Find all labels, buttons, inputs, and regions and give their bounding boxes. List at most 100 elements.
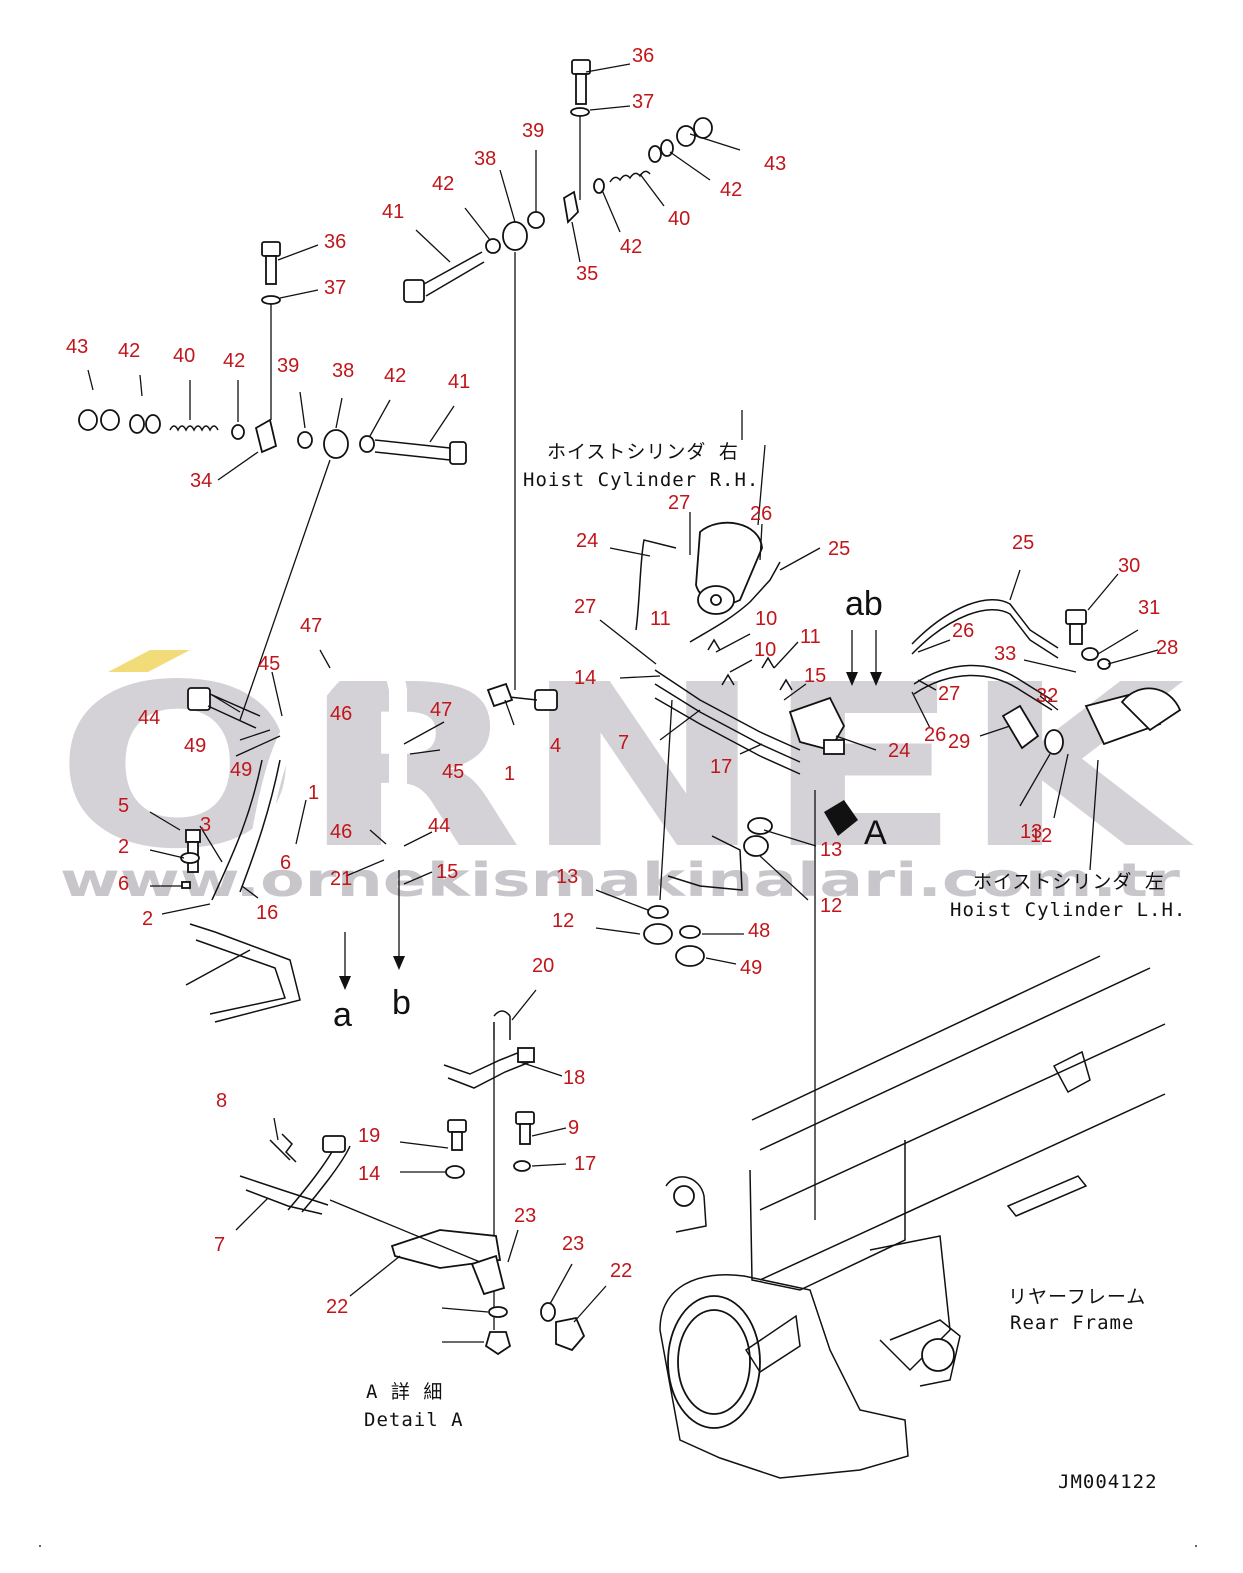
part-number-label: 27	[938, 683, 960, 705]
part-number-label: 17	[574, 1153, 596, 1175]
watermark-url: www.ornekismakinalari.com.tr	[60, 853, 1180, 907]
watermark: ORNEK www.ornekismakinalari.com.tr	[55, 637, 1195, 907]
part-number-label: 31	[1138, 597, 1160, 619]
part-number-label: 26	[924, 724, 946, 746]
detail-a-assembly	[239, 1010, 586, 1356]
part-number-label: 4	[550, 735, 561, 757]
hoist-rh-caption-jp: ホイストシリンダ 右	[547, 441, 739, 463]
rear-frame	[659, 955, 1166, 1479]
detail-a-caption-en: Detail A	[364, 1409, 464, 1431]
rear-frame-caption-jp: リヤーフレーム	[1008, 1286, 1146, 1308]
part-number-label: 29	[948, 731, 970, 753]
part-number-label: 24	[576, 530, 598, 552]
part-number-label: 43	[66, 336, 88, 358]
part-number-label: 42	[620, 236, 642, 258]
part-number-label: 13	[1020, 821, 1042, 843]
part-number-label: 40	[668, 208, 690, 230]
leader-lines	[39, 63, 1197, 1547]
part-number-label: 41	[382, 201, 404, 223]
part-number-label: 30	[1118, 555, 1140, 577]
part-number-label: 49	[230, 759, 252, 781]
part-number-label: 14	[358, 1163, 380, 1185]
part-number-label: 7	[618, 732, 629, 754]
part-number-label: 18	[563, 1067, 585, 1089]
part-number-label: 25	[1012, 532, 1034, 554]
part-number-label: 46	[330, 821, 352, 843]
part-number-label: 8	[216, 1090, 227, 1112]
part-number-label: 10	[755, 608, 777, 630]
part-number-label: 36	[324, 231, 346, 253]
part-number-label: 20	[532, 955, 554, 977]
part-number-label: 42	[720, 179, 742, 201]
part-number-label: 47	[300, 615, 322, 637]
part-number-label: 1	[308, 782, 319, 804]
part-number-label: 43	[764, 153, 786, 175]
part-number-label: 45	[442, 761, 464, 783]
part-number-label: 38	[332, 360, 354, 382]
part-number-label: 40	[173, 345, 195, 367]
part-number-label: 9	[568, 1117, 579, 1139]
part-number-label: 42	[118, 340, 140, 362]
part-number-label: 32	[1036, 685, 1058, 707]
part-number-label: 12	[820, 895, 842, 917]
part-number-label: 21	[330, 868, 352, 890]
part-number-label: 3	[200, 814, 211, 836]
part-number-label: 33	[994, 643, 1016, 665]
part-number-label: 44	[138, 707, 160, 729]
part-number-label: 25	[828, 538, 850, 560]
part-number-label: 2	[118, 836, 129, 858]
top-pin-assembly-right	[403, 59, 713, 690]
part-number-label: 41	[448, 371, 470, 393]
part-number-label: 27	[574, 596, 596, 618]
part-number-label: 19	[358, 1125, 380, 1147]
left-hose-assembly	[180, 647, 558, 1023]
part-number-label: 22	[326, 1296, 348, 1318]
part-number-label: 10	[754, 639, 776, 661]
top-pin-assembly-left	[78, 241, 467, 721]
part-number-label: 26	[952, 620, 974, 642]
part-number-label: 6	[280, 852, 291, 874]
part-number-label: 42	[432, 173, 454, 195]
part-number-label: 11	[800, 626, 821, 648]
part-number-label: 23	[562, 1233, 584, 1255]
part-number-label: 28	[1156, 637, 1178, 659]
part-number-label: 15	[436, 861, 458, 883]
part-number-label: 2	[142, 908, 153, 930]
part-number-label: 26	[750, 503, 772, 525]
hoist-cylinder-lh-section	[911, 599, 1182, 871]
part-number-label: 34	[190, 470, 212, 492]
part-number-label: 37	[324, 277, 346, 299]
part-number-label: 42	[384, 365, 406, 387]
part-number-label: 49	[740, 957, 762, 979]
hoist-lh-caption-jp: ホイストシリンダ 左	[973, 871, 1165, 893]
part-number-label: 39	[277, 355, 299, 377]
watermark-accent	[108, 650, 190, 672]
marker-ab: ab	[845, 585, 883, 623]
part-number-label: 15	[804, 665, 826, 687]
part-number-label: 12	[1030, 825, 1052, 847]
detail-a-caption-jp: A 詳 細	[366, 1381, 443, 1403]
part-number-label: 11	[650, 608, 671, 630]
marker-b: b	[392, 984, 411, 1022]
part-number-label: 38	[474, 148, 496, 170]
part-number-label: 13	[820, 839, 842, 861]
part-number-label: 47	[430, 699, 452, 721]
part-number-label: 24	[888, 740, 910, 762]
part-number-label: 12	[552, 910, 574, 932]
hoist-lh-caption-en: Hoist Cylinder L.H.	[950, 899, 1186, 921]
part-number-label: 14	[574, 667, 596, 689]
part-number-label: 17	[710, 756, 732, 778]
part-number-label: 13	[556, 866, 578, 888]
part-number-label: 23	[514, 1205, 536, 1227]
part-number-label: 27	[668, 492, 690, 514]
part-number-label: 48	[748, 920, 770, 942]
part-number-label: 22	[610, 1260, 632, 1282]
part-number-label: 44	[428, 815, 450, 837]
part-number-label: 6	[118, 873, 129, 895]
part-number-label: 46	[330, 703, 352, 725]
part-number-label: 49	[184, 735, 206, 757]
rear-frame-caption-en: Rear Frame	[1010, 1312, 1134, 1334]
drawing-code: JM004122	[1058, 1471, 1158, 1493]
part-number-label: 7	[214, 1234, 225, 1256]
